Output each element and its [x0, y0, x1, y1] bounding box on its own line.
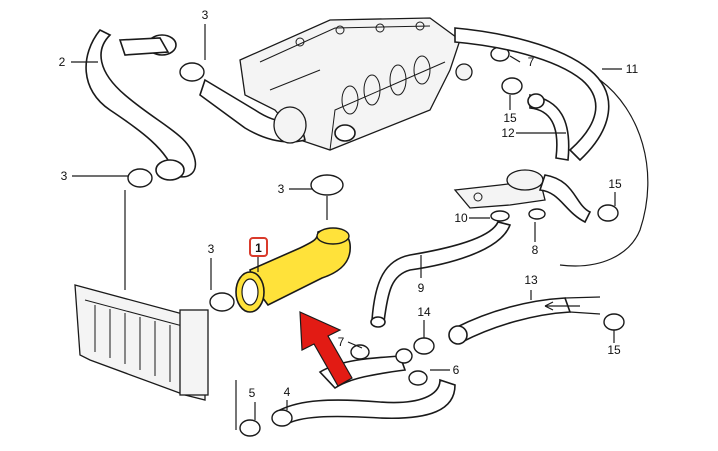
hose-2-end-bottom	[155, 159, 185, 181]
clamp-15-right	[597, 204, 619, 222]
callout-3-lower: 3	[208, 242, 215, 256]
callout-9: 9	[418, 281, 425, 295]
hose-9	[371, 221, 512, 323]
thermostat-housing	[453, 169, 546, 209]
pointer-arrow	[299, 311, 353, 387]
callout-1-box: 1	[249, 237, 268, 257]
callout-3-top: 3	[202, 8, 209, 22]
callout-15-bottom: 15	[607, 343, 621, 357]
fitting-10	[490, 210, 510, 222]
callout-7-lower: 7	[338, 335, 345, 349]
hose-13	[453, 297, 572, 344]
fitting-8	[528, 208, 546, 220]
callout-14: 14	[417, 305, 431, 319]
clamp-5	[239, 419, 261, 437]
callout-5: 5	[249, 386, 256, 400]
clamp-3-middle	[310, 174, 344, 196]
callout-labels: 2 3 3 3 3 4 5 6 7 7 8 9 10 11 12 13 14 1…	[59, 8, 639, 400]
clamp-15-top	[501, 77, 523, 95]
clamp-14	[413, 337, 435, 355]
clamp-3-top	[179, 62, 205, 82]
callout-4: 4	[284, 385, 291, 399]
leader-lines	[71, 24, 622, 430]
clamp-3-lower	[209, 292, 235, 312]
callout-13: 13	[524, 273, 538, 287]
clamp-15-bottom	[603, 313, 625, 331]
clamp-6	[408, 370, 428, 386]
callout-6: 6	[453, 363, 460, 377]
hose-12	[529, 94, 570, 161]
callout-12: 12	[501, 126, 515, 140]
radiator	[74, 284, 209, 401]
hose-2	[85, 28, 197, 178]
callout-15-top: 15	[503, 111, 517, 125]
callout-1: 1	[255, 241, 262, 255]
callout-3-middle: 3	[278, 182, 285, 196]
callout-8: 8	[532, 243, 539, 257]
callout-7-top: 7	[528, 55, 535, 69]
callout-11: 11	[626, 62, 639, 76]
callout-2: 2	[59, 55, 66, 69]
callout-10: 10	[454, 211, 468, 225]
clamp-3-left	[127, 168, 153, 188]
hose-11	[454, 27, 610, 162]
callout-3-left: 3	[61, 169, 68, 183]
callout-15-right: 15	[608, 177, 622, 191]
hose-4	[279, 378, 456, 427]
